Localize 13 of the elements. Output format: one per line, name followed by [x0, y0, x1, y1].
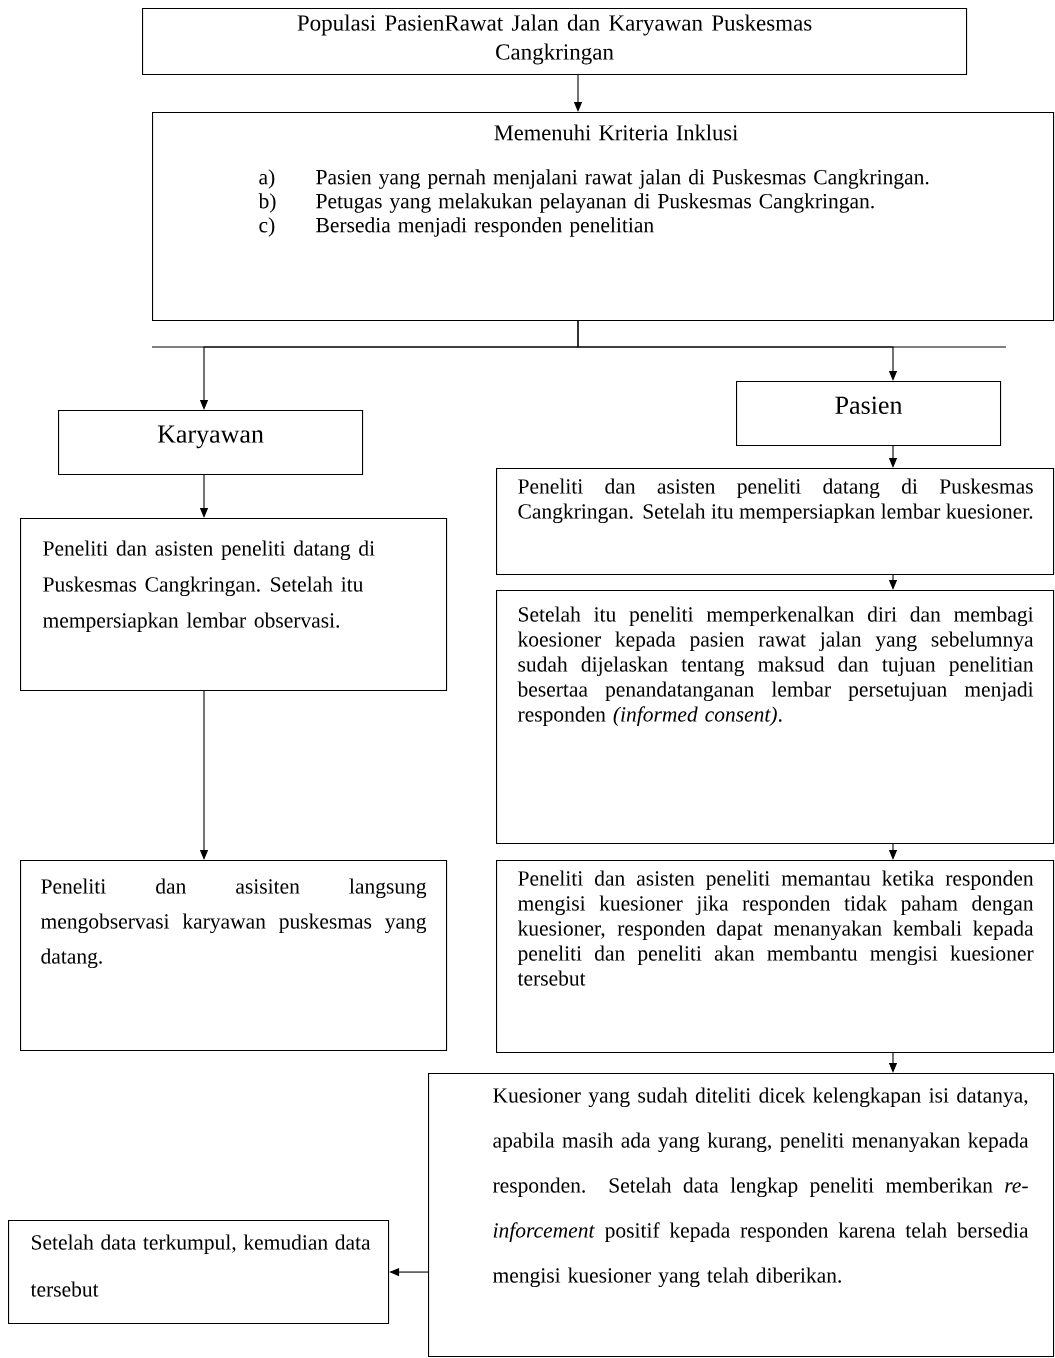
arrow: [577, 320, 898, 381]
criteria-box: Memenuhi Kriteria Inklusi a) Pasien yang pernah menjalani rawat jalan di Puskesmas Cangkringan. b) Petugas yang melakukan pelayanan di Puskesmas Cangkringan. c) Bersedia menjadi responden penelitian: [152, 112, 1055, 322]
process-box: Setelah data terkumpul, kemudian data tersebut: [8, 1220, 390, 1325]
process-box: Pasien: [736, 381, 1002, 447]
process-box: Karyawan: [58, 410, 364, 476]
process-box: Setelah itu peneliti memperkenalkan diri dan membagi koesioner kepada pasien rawat jalan yang sebelumnya sudah dijelaskan tentang maksud dan tujuan penelitian besertaa penandatanganan lembar persetujuan menjadi responden (informed consent).: [496, 590, 1055, 845]
process-box: Peneliti dan asisten peneliti datang di Puskesmas Cangkringan. Setelah itu mempersiapkan lembar observasi.: [20, 518, 448, 692]
process-box: Peneliti dan asisiten langsung mengobservasi karyawan puskesmas yang datang.: [20, 860, 448, 1052]
process-box: Kuesioner yang sudah diteliti dicek kelengkapan isi datanya, apabila masih ada yang kurang, peneliti menanyakan kepada responden. Setelah data lengkap peneliti memberikan re-inforcement positif kepada responden karena telah bersedia mengisi kuesioner yang telah diberikan.: [428, 1073, 1055, 1358]
process-box: Populasi PasienRawat Jalan dan Karyawan Puskesmas Cangkringan: [142, 8, 968, 76]
branch-line: [151, 346, 1007, 348]
process-box: Peneliti dan asisten peneliti memantau ketika responden mengisi kuesioner jika responden tidak paham dengan kuesioner, responden dapat menanyakan kembali kepada peneliti dan peneliti akan membantu mengisi kuesioner tersebut: [496, 860, 1055, 1054]
process-box: Peneliti dan asisten peneliti datang di Puskesmas Cangkringan. Setelah itu mempersiapkan lembar kuesioner.: [496, 468, 1055, 576]
